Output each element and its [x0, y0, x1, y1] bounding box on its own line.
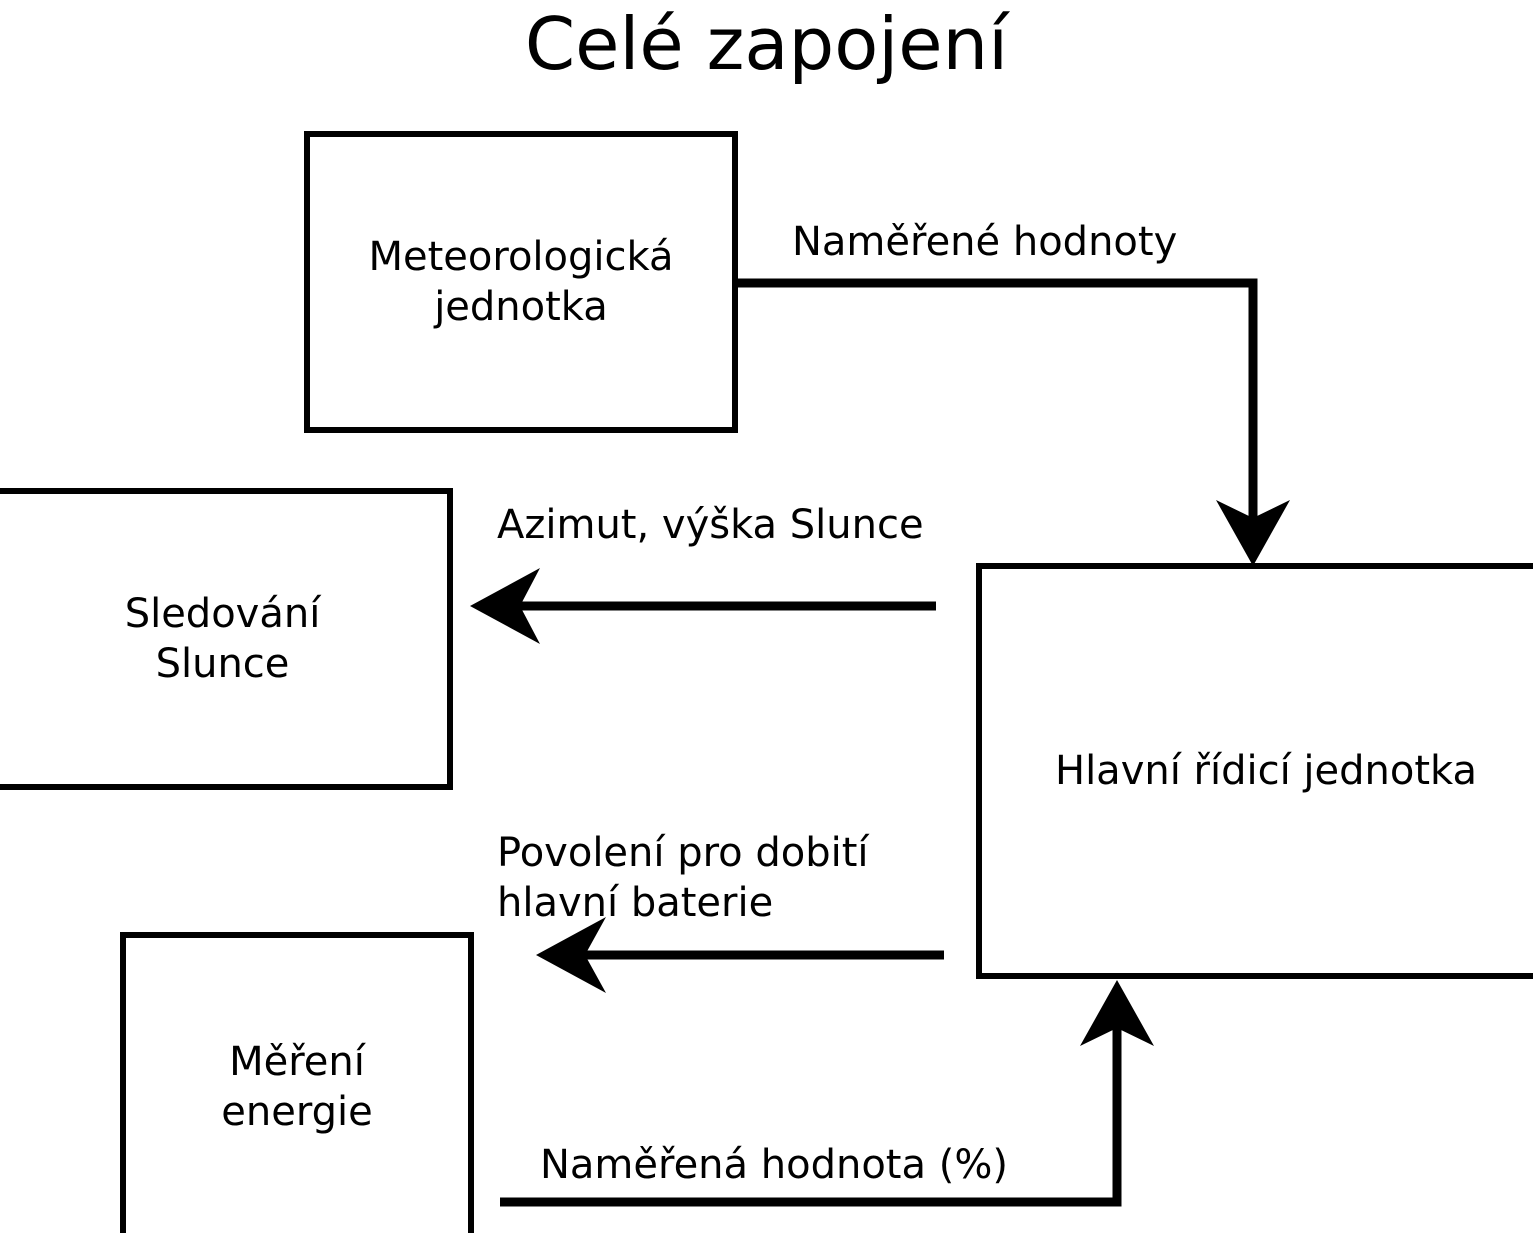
connector-azimuth: [470, 568, 936, 644]
connector-charge-permission: [536, 917, 944, 993]
edge-label-azimuth: Azimut, výška Slunce: [497, 502, 924, 548]
edge-label-charge-permission: Povolení pro dobití hlavní baterie: [497, 830, 869, 926]
edge-label-measured-values: Naměřené hodnoty: [792, 219, 1178, 265]
connector-measured-values: [735, 278, 1290, 566]
node-hlavni-ridici-jednotka[interactable]: Hlavní řídicí jednotka: [976, 563, 1533, 979]
node-label: Sledování Slunce: [124, 591, 321, 687]
node-sledovani-slunce[interactable]: Sledování Slunce: [0, 488, 453, 790]
node-mereni-energie[interactable]: Měření energie: [120, 932, 474, 1233]
edge-label-measured-percent: Naměřená hodnota (%): [540, 1142, 1008, 1188]
node-label: Hlavní řídicí jednotka: [1054, 748, 1478, 794]
page-title: Celé zapojení: [524, 2, 1009, 86]
connector-measured-percent: [500, 980, 1154, 1207]
node-meteorologicka-jednotka[interactable]: Meteorologická jednotka: [304, 131, 738, 433]
node-label: Meteorologická jednotka: [368, 234, 674, 330]
node-label: Měření energie: [221, 1039, 373, 1135]
